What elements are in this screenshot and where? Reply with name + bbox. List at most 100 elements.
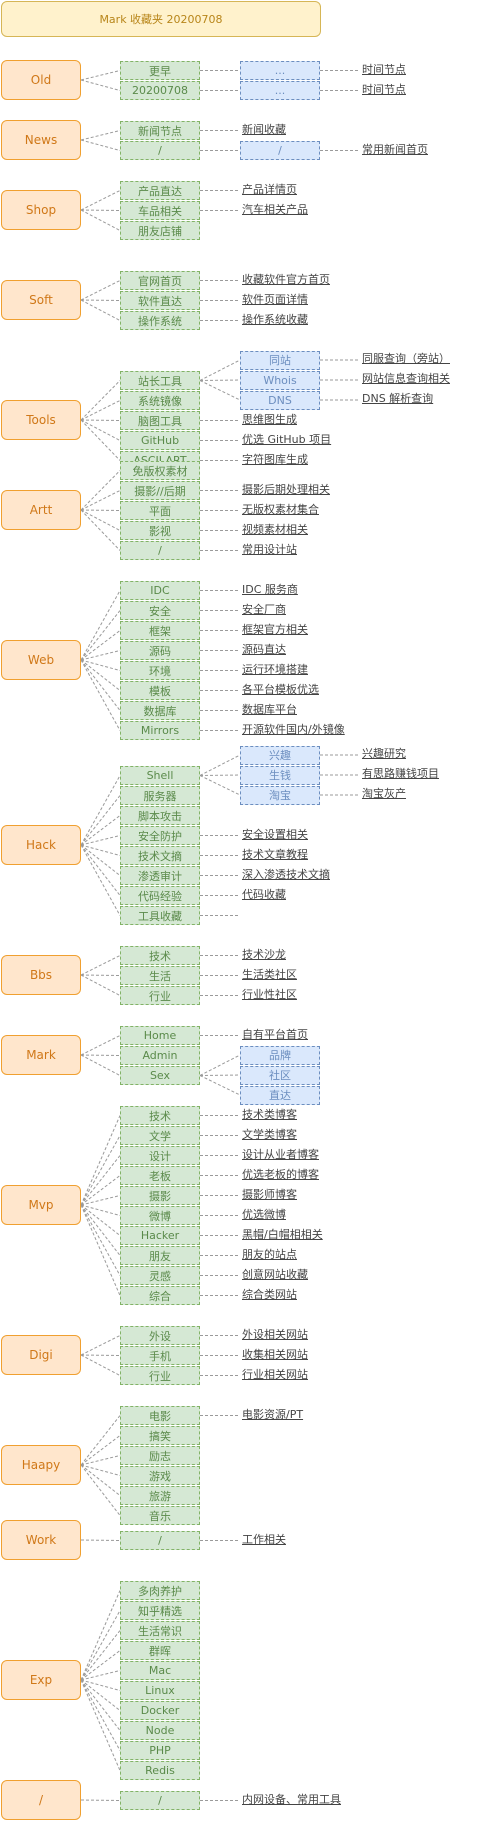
leaf-link[interactable]: 思维图生成 bbox=[242, 412, 297, 426]
category-web[interactable]: Web bbox=[1, 640, 81, 680]
leaf-link[interactable]: 工作相关 bbox=[242, 1532, 286, 1546]
category-news[interactable]: News bbox=[1, 120, 81, 160]
leaf-link[interactable]: 文学类博客 bbox=[242, 1127, 297, 1141]
subnode-shop-2[interactable]: 朋友店铺 bbox=[120, 221, 200, 240]
leaf-link[interactable]: 框架官方相关 bbox=[242, 622, 308, 636]
subnode-old-1[interactable]: 20200708 bbox=[120, 81, 200, 100]
subnode-mark-2[interactable]: Sex bbox=[120, 1066, 200, 1085]
subnode-exp-7[interactable]: Node bbox=[120, 1721, 200, 1740]
category-haapy[interactable]: Haapy bbox=[1, 1445, 81, 1485]
subnode-artt-2[interactable]: 平面 bbox=[120, 501, 200, 520]
extension-node-dns[interactable]: DNS bbox=[240, 390, 320, 410]
leaf-link[interactable]: 新闻收藏 bbox=[242, 122, 286, 136]
leaf-link[interactable]: 字符图库生成 bbox=[242, 452, 308, 466]
subnode-digi-1[interactable]: 手机 bbox=[120, 1346, 200, 1365]
leaf-link[interactable]: 各平台模板优选 bbox=[242, 682, 319, 696]
subnode-exp-6[interactable]: Docker bbox=[120, 1701, 200, 1720]
subnode-exp-5[interactable]: Linux bbox=[120, 1681, 200, 1700]
leaf-link[interactable]: 朋友的站点 bbox=[242, 1247, 297, 1261]
leaf-link[interactable]: 综合类网站 bbox=[242, 1287, 297, 1301]
category-digi[interactable]: Digi bbox=[1, 1335, 81, 1375]
subnode-mvp-2[interactable]: 设计 bbox=[120, 1146, 200, 1165]
subnode-digi-0[interactable]: 外设 bbox=[120, 1326, 200, 1345]
subnode-mark-1[interactable]: Admin bbox=[120, 1046, 200, 1065]
leaf-link[interactable]: 收集相关网站 bbox=[242, 1347, 308, 1361]
leaf-link[interactable]: 优选微博 bbox=[242, 1207, 286, 1221]
subnode-exp-4[interactable]: Mac bbox=[120, 1661, 200, 1680]
leaf-link[interactable]: 创意网站收藏 bbox=[242, 1267, 308, 1281]
leaf-link[interactable]: IDC 服务商 bbox=[242, 582, 298, 596]
subnode-hack-4[interactable]: 技术文摘 bbox=[120, 846, 200, 865]
category-old[interactable]: Old bbox=[1, 60, 81, 100]
leaf-link[interactable]: 收藏软件官方首页 bbox=[242, 272, 330, 286]
leaf-link[interactable]: 行业性社区 bbox=[242, 987, 297, 1001]
subnode-web-1[interactable]: 安全 bbox=[120, 601, 200, 620]
subnode-news-0[interactable]: 新闻节点 bbox=[120, 121, 200, 140]
subnode-artt-1[interactable]: 摄影//后期 bbox=[120, 481, 200, 500]
subnode-hack-3[interactable]: 安全防护 bbox=[120, 826, 200, 845]
leaf-link[interactable]: 设计从业者博客 bbox=[242, 1147, 319, 1161]
leaf-link[interactable]: 生活类社区 bbox=[242, 967, 297, 981]
leaf-link[interactable]: 深入渗透技术文摘 bbox=[242, 867, 330, 881]
leaf-link[interactable]: 同服查询（旁站） bbox=[362, 352, 450, 365]
subnode-exp-1[interactable]: 知乎精选 bbox=[120, 1601, 200, 1620]
subnode-mvp-5[interactable]: 微博 bbox=[120, 1206, 200, 1225]
leaf-link[interactable]: 自有平台首页 bbox=[242, 1027, 308, 1041]
extension-node[interactable]: ... bbox=[240, 81, 320, 100]
subnode-haapy-1[interactable]: 搞笑 bbox=[120, 1426, 200, 1445]
extension-node[interactable]: ... bbox=[240, 61, 320, 80]
leaf-link[interactable]: 技术沙龙 bbox=[242, 947, 286, 961]
leaf-link[interactable]: 优选老板的博客 bbox=[242, 1167, 319, 1181]
subnode-old-0[interactable]: 更早 bbox=[120, 61, 200, 80]
subnode-web-6[interactable]: 数据库 bbox=[120, 701, 200, 720]
leaf-link[interactable]: 产品详情页 bbox=[242, 182, 297, 196]
subnode-exp-3[interactable]: 群晖 bbox=[120, 1641, 200, 1660]
subnode-hack-6[interactable]: 代码经验 bbox=[120, 886, 200, 905]
subnode-mvp-3[interactable]: 老板 bbox=[120, 1166, 200, 1185]
leaf-link[interactable]: 淘宝灰产 bbox=[362, 787, 406, 800]
subnode-tools-2[interactable]: 脑图工具 bbox=[120, 411, 200, 430]
extension-node-item[interactable]: 兴趣 bbox=[240, 745, 320, 765]
leaf-link[interactable]: 网站信息查询相关 bbox=[362, 372, 450, 385]
subnode-artt-0[interactable]: 免版权素材 bbox=[120, 461, 200, 480]
leaf-link[interactable]: 数据库平台 bbox=[242, 702, 297, 716]
leaf-link[interactable]: 软件页面详情 bbox=[242, 292, 308, 306]
subnode-artt-4[interactable]: / bbox=[120, 541, 200, 560]
leaf-link[interactable]: 外设相关网站 bbox=[242, 1327, 308, 1341]
leaf-link[interactable]: 时间节点 bbox=[362, 62, 406, 76]
category-mvp[interactable]: Mvp bbox=[1, 1185, 81, 1225]
subnode-mvp-9[interactable]: 综合 bbox=[120, 1286, 200, 1305]
extension-node[interactable]: / bbox=[240, 141, 320, 160]
subnode-hack-0[interactable]: Shell bbox=[120, 766, 200, 785]
subnode-mvp-1[interactable]: 文学 bbox=[120, 1126, 200, 1145]
subnode-exp-2[interactable]: 生活常识 bbox=[120, 1621, 200, 1640]
subnode-hack-5[interactable]: 渗透审计 bbox=[120, 866, 200, 885]
subnode-mark-0[interactable]: Home bbox=[120, 1026, 200, 1045]
category-artt[interactable]: Artt bbox=[1, 490, 81, 530]
leaf-link[interactable]: 兴趣研究 bbox=[362, 747, 406, 760]
leaf-link[interactable]: 安全厂商 bbox=[242, 602, 286, 616]
leaf-link[interactable]: 常用设计站 bbox=[242, 542, 297, 556]
subnode-soft-1[interactable]: 软件直达 bbox=[120, 291, 200, 310]
extension-node-item[interactable]: 品牌 bbox=[240, 1045, 320, 1065]
leaf-link[interactable]: 有思路赚钱项目 bbox=[362, 767, 439, 780]
subnode-artt-3[interactable]: 影视 bbox=[120, 521, 200, 540]
subnode-haapy-2[interactable]: 励志 bbox=[120, 1446, 200, 1465]
leaf-link[interactable]: 操作系统收藏 bbox=[242, 312, 308, 326]
subnode-item-0[interactable]: / bbox=[120, 1791, 200, 1810]
subnode-haapy-5[interactable]: 音乐 bbox=[120, 1506, 200, 1525]
leaf-link[interactable]: 黑帽/白帽相相关 bbox=[242, 1227, 323, 1241]
leaf-link[interactable]: 摄影后期处理相关 bbox=[242, 482, 330, 496]
subnode-bbs-1[interactable]: 生活 bbox=[120, 966, 200, 985]
leaf-link[interactable]: 源码直达 bbox=[242, 642, 286, 656]
subnode-tools-1[interactable]: 系统镜像 bbox=[120, 391, 200, 410]
subnode-web-2[interactable]: 框架 bbox=[120, 621, 200, 640]
leaf-link[interactable]: 内网设备、常用工具 bbox=[242, 1792, 341, 1806]
leaf-link[interactable]: 时间节点 bbox=[362, 82, 406, 96]
subnode-web-0[interactable]: IDC bbox=[120, 581, 200, 600]
subnode-exp-9[interactable]: Redis bbox=[120, 1761, 200, 1780]
subnode-haapy-4[interactable]: 旅游 bbox=[120, 1486, 200, 1505]
subnode-soft-2[interactable]: 操作系统 bbox=[120, 311, 200, 330]
category-bbs[interactable]: Bbs bbox=[1, 955, 81, 995]
subnode-hack-2[interactable]: 脚本攻击 bbox=[120, 806, 200, 825]
